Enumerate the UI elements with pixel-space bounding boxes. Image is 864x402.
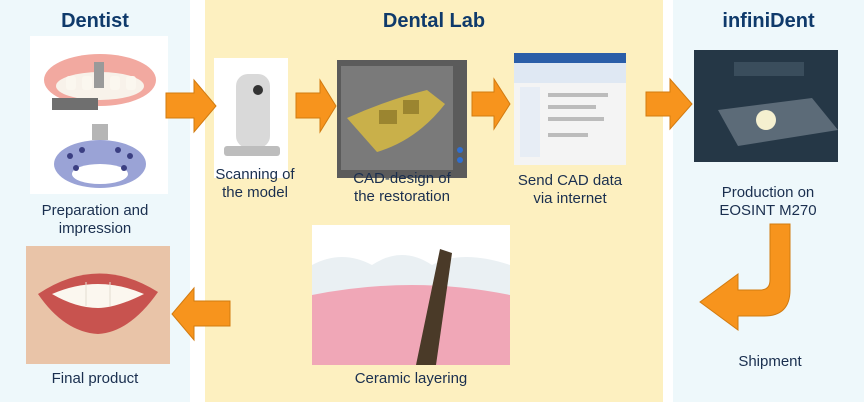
dentist-title: Dentist	[61, 10, 129, 32]
right-arrow-2	[295, 78, 337, 134]
final-product-caption: Final product	[51, 370, 139, 387]
send-caption: Send CAD data via internet	[517, 172, 623, 207]
production-caption: Production on EOSINT M270	[719, 184, 817, 219]
right-arrow-3	[471, 77, 511, 131]
scanner-image	[214, 58, 288, 178]
dental-lab-title: Dental Lab	[382, 10, 486, 32]
cad-design-image	[337, 60, 467, 178]
ceramic-caption: Ceramic layering	[354, 370, 468, 387]
eosint-machine-image	[694, 50, 838, 162]
right-arrow-4	[645, 77, 693, 131]
ceramic-layering-image	[312, 225, 510, 365]
cad-caption: CAD-design of the restoration	[353, 170, 451, 205]
infinident-title: infiniDent	[722, 10, 815, 32]
right-arrow-1	[165, 78, 217, 134]
preparation-impression-image	[30, 36, 168, 194]
shipment-caption: Shipment	[738, 353, 802, 370]
web-upload-image	[514, 53, 626, 165]
left-arrow	[171, 286, 231, 342]
preparation-caption: Preparation and impression	[41, 202, 149, 237]
final-product-image	[26, 246, 170, 364]
shipment-curved-arrow	[699, 223, 791, 331]
scanning-caption: Scanning of the model	[215, 166, 295, 201]
